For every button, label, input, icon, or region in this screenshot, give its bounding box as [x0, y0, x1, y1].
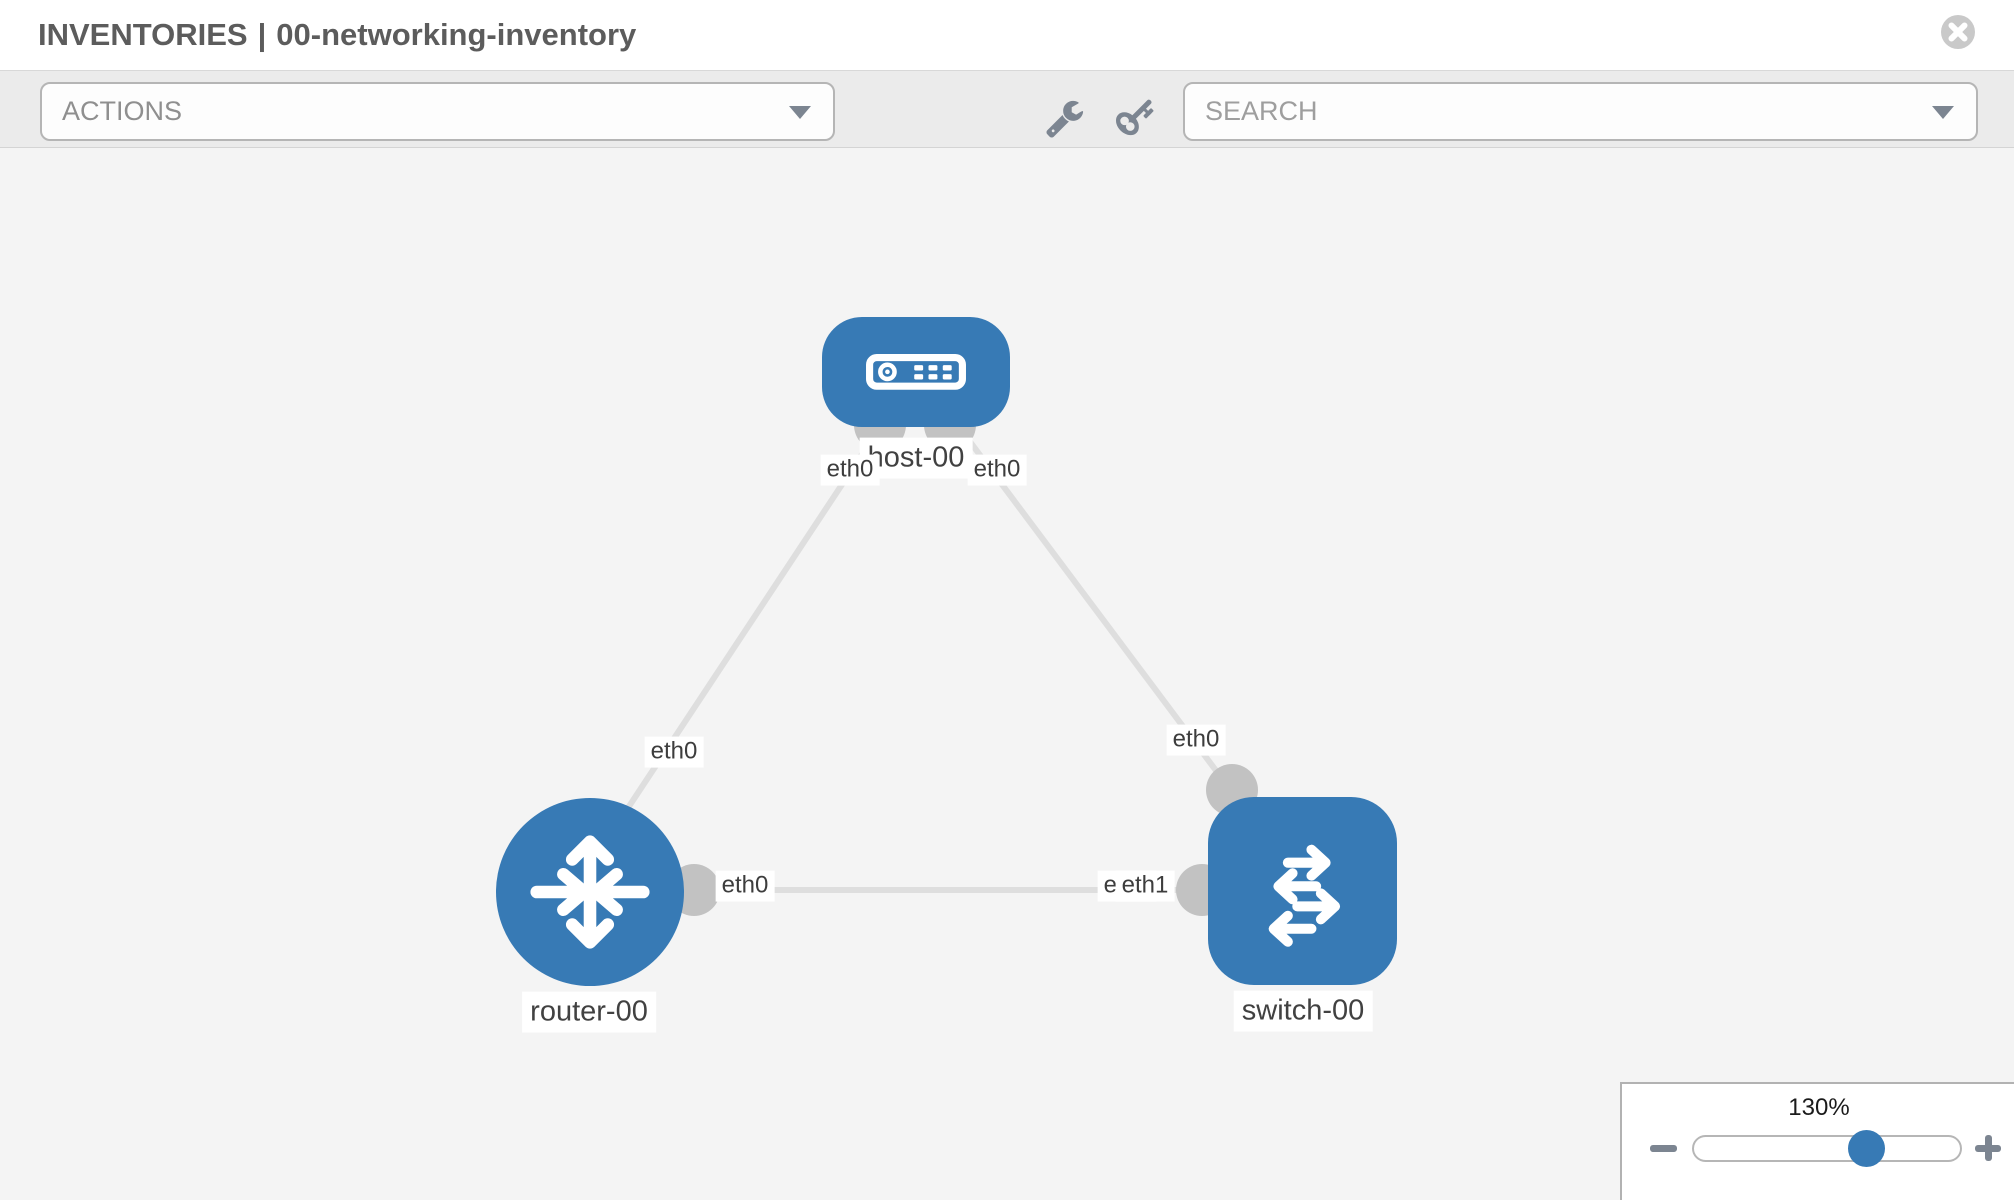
- node-label-router-00: router-00: [522, 991, 656, 1033]
- router-icon: [530, 835, 650, 949]
- zoom-out-button[interactable]: [1650, 1144, 1677, 1152]
- search-dropdown[interactable]: SEARCH: [1183, 82, 1978, 141]
- interface-label: eth0: [644, 736, 704, 768]
- search-placeholder: SEARCH: [1205, 96, 1318, 126]
- configure-button[interactable]: [1044, 97, 1088, 141]
- node-switch-00[interactable]: [1207, 797, 1397, 985]
- interface-label: eth0: [1166, 724, 1226, 756]
- close-icon: [1941, 14, 1975, 49]
- interface-label: eth0: [820, 454, 880, 486]
- breadcrumb-separator: |: [257, 17, 267, 52]
- credentials-button[interactable]: [1114, 97, 1158, 141]
- interface-label: eth0: [715, 870, 775, 902]
- zoom-in-button[interactable]: [1974, 1134, 2002, 1162]
- zoom-level: 130%: [1788, 1094, 1850, 1121]
- page-title: INVENTORIES | 00-networking-inventory: [38, 0, 636, 70]
- close-button[interactable]: [1938, 13, 1978, 53]
- node-router-00[interactable]: [496, 798, 684, 986]
- actions-dropdown[interactable]: ACTIONS: [40, 82, 835, 141]
- interface-label: eth0: [967, 454, 1027, 486]
- host-icon: [866, 354, 966, 390]
- zoom-slider-handle[interactable]: [1848, 1129, 1885, 1167]
- actions-dropdown-label: ACTIONS: [62, 96, 183, 126]
- key-icon: [1116, 99, 1154, 135]
- inventory-name: 00-networking-inventory: [276, 17, 637, 52]
- chevron-down-icon: [1932, 106, 1954, 119]
- node-host-00[interactable]: [822, 317, 1010, 427]
- wrench-icon: [1046, 100, 1084, 138]
- header: INVENTORIES | 00-networking-inventory: [0, 0, 2014, 71]
- links-layer: [617, 399, 1258, 916]
- switch-icon: [1268, 844, 1341, 947]
- interface-label: eth1: [1115, 870, 1175, 902]
- chevron-down-icon: [789, 106, 811, 119]
- zoom-panel: 130%: [1620, 1082, 2014, 1200]
- node-label-switch-00: switch-00: [1233, 990, 1373, 1032]
- toolbar: ACTIONS SEARCH: [0, 71, 2014, 148]
- zoom-slider[interactable]: [1692, 1129, 1962, 1167]
- breadcrumb: INVENTORIES: [38, 17, 248, 52]
